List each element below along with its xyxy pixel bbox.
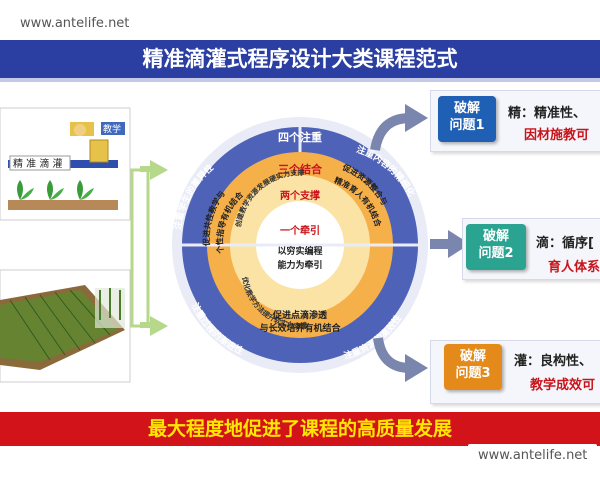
arrow-problem-1 <box>370 113 411 152</box>
arrowhead-3 <box>405 354 428 382</box>
problem-3-title: 灌：良构性、 <box>514 354 593 369</box>
drip-irrigation-illustration: 教学 教学 精 准 滴 灌 <box>0 107 131 221</box>
problem-badge-2-line2: 问题2 <box>478 246 514 261</box>
title-text: 精准滴灌式程序设计大类课程范式 <box>142 47 458 71</box>
second-ring-label: 三个结合 <box>278 162 323 176</box>
page-title: 精准滴灌式程序设计大类课程范式 <box>0 40 600 82</box>
problem-3-subtitle: 教学成效可 <box>530 378 596 393</box>
second-bottom-line2: 与长效培养有机结合 <box>259 322 341 334</box>
arrowhead-2 <box>448 230 470 258</box>
title-underline <box>0 78 600 82</box>
problem-badge-2-line1: 破解 <box>482 229 509 244</box>
second-bottom-line1: 促进点滴渗透 <box>272 309 328 321</box>
problem-badge-1-line1: 破解 <box>453 101 480 116</box>
problem-2-subtitle: 育人体系 <box>548 260 600 275</box>
third-ring-label: 两个支撑 <box>280 189 320 202</box>
seedlings <box>8 180 118 210</box>
center-line2: 能力为牵引 <box>277 259 322 271</box>
problem-badge-3-line2: 问题3 <box>455 366 491 381</box>
bidirectional-arrow <box>130 160 168 336</box>
arrowhead-1 <box>405 104 428 132</box>
problem-1-subtitle: 因材施教可 <box>524 128 590 143</box>
ring-diagram <box>172 117 428 373</box>
problem-badge-3-line1: 破解 <box>459 349 486 364</box>
problem-badge-2: 破解 问题2 <box>466 224 526 270</box>
footer-text: 最大程度地促进了课程的高质量发展 <box>147 418 452 440</box>
footer-banner: 最大程度地促进了课程的高质量发展 <box>0 412 600 446</box>
center-label: 一个牵引 <box>280 224 320 237</box>
problem-badge-1: 破解 问题1 <box>438 96 496 142</box>
outer-ring-label: 四个注重 <box>278 130 322 144</box>
problem-1-title: 精：精准性、 <box>508 106 587 121</box>
watermark-bottom: www.antelife.net <box>468 444 598 467</box>
watermark-top: www.antelife.net <box>10 12 140 35</box>
field-illustration <box>0 269 131 383</box>
problem-2-title: 滴：循序[ <box>536 236 594 251</box>
pipe-text: 精 准 滴 灌 <box>13 157 63 170</box>
center-line1: 以穷实编程 <box>277 245 322 257</box>
problem-badge-1-line2: 问题1 <box>449 118 485 133</box>
problem-badge-3: 破解 问题3 <box>444 344 502 390</box>
teach-badge-text: 教学 <box>103 123 121 135</box>
